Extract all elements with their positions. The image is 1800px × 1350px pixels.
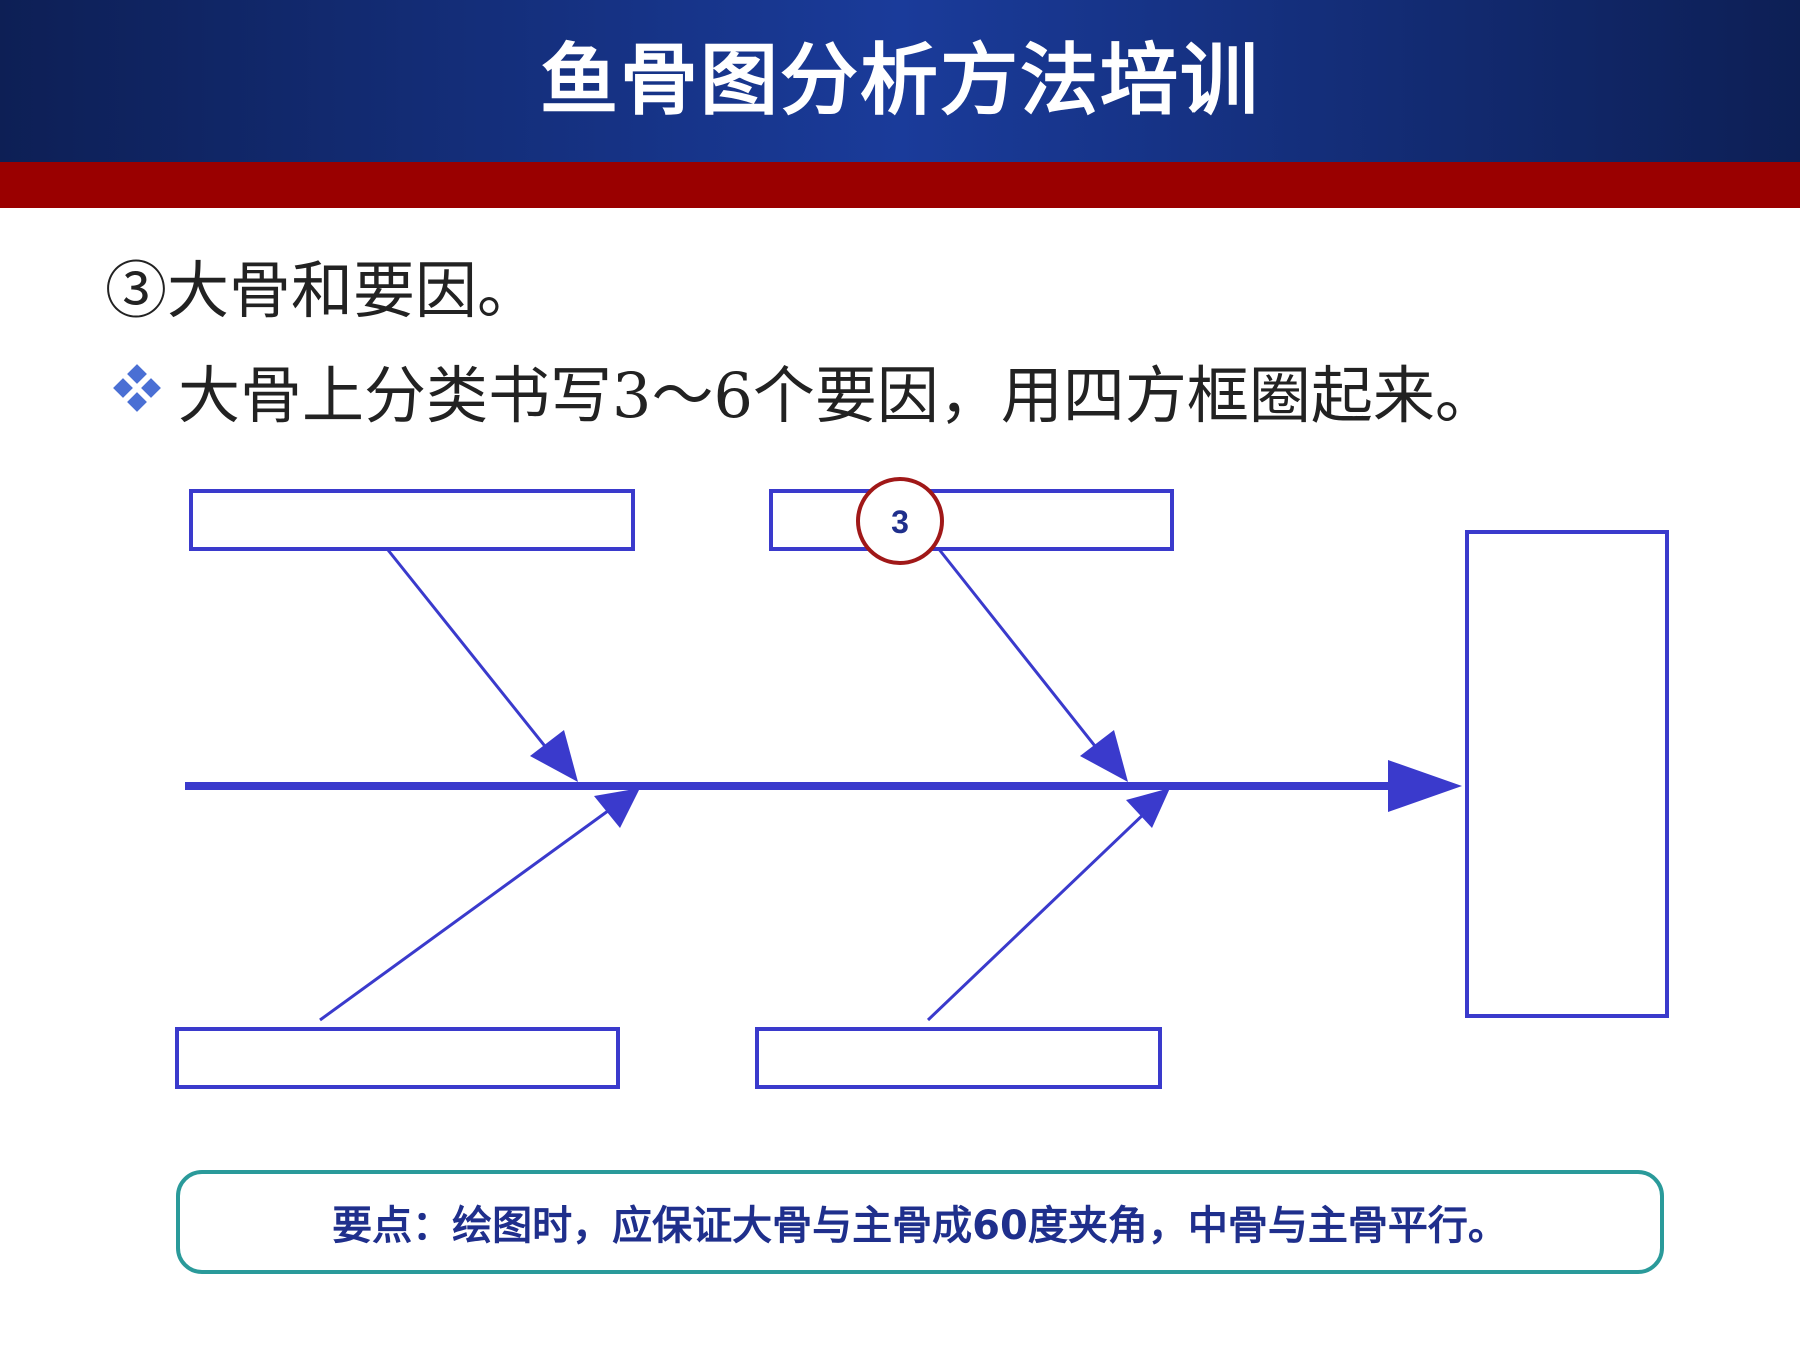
title-bar <box>0 0 1800 162</box>
cause-box-upper-left <box>189 489 635 551</box>
effect-box <box>1465 530 1669 1018</box>
slide-title: 鱼骨图分析方法培训 <box>539 36 1260 126</box>
bone-lower-right-arrowhead <box>1126 788 1170 828</box>
bone-upper-left <box>386 549 562 766</box>
title-accent-band <box>0 162 1800 208</box>
bone-upper-right-arrowhead <box>1080 730 1128 782</box>
bone-upper-left-arrowhead <box>530 730 578 782</box>
bullet-line: 大骨上分类书写3～6个要因，用四方框圈起来。 <box>112 345 1497 435</box>
key-point-text: 要点：绘图时，应保证大骨与主骨成60度夹角，中骨与主骨平行。 <box>332 1203 1508 1249</box>
marker-label: 3 <box>891 504 909 540</box>
bone-upper-right <box>936 547 1112 766</box>
marker-circle <box>856 477 944 565</box>
bone-lower-left-arrowhead <box>594 788 640 828</box>
bone-lower-left <box>319 806 613 1022</box>
cause-box-upper-right <box>769 489 1174 551</box>
bone-lower-right <box>926 808 1150 1022</box>
spine-arrowhead <box>1388 760 1462 812</box>
bullet-text: 大骨上分类书写3～6个要因，用四方框圈起来。 <box>178 359 1497 432</box>
cause-box-lower-right <box>755 1027 1162 1089</box>
cause-box-lower-left <box>175 1027 620 1089</box>
section-heading: ③大骨和要因。 <box>105 254 540 327</box>
key-point-note: 要点：绘图时，应保证大骨与主骨成60度夹角，中骨与主骨平行。 <box>176 1170 1664 1274</box>
